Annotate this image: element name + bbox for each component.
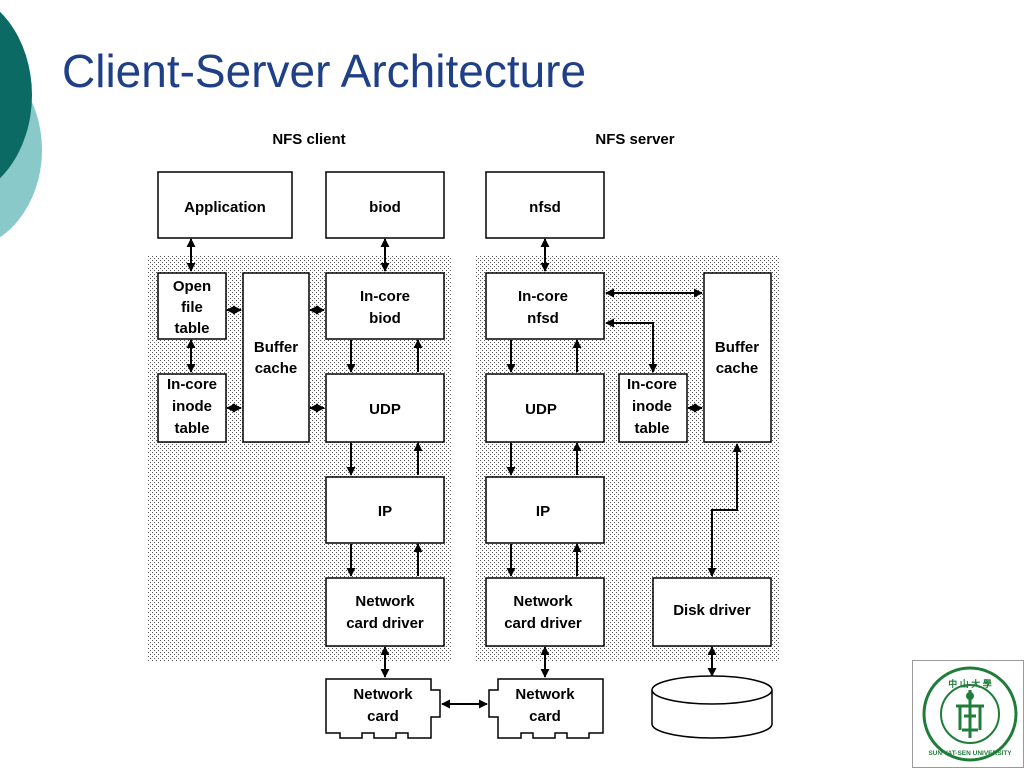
client-inode-table-label-2: inode	[172, 398, 212, 415]
incore-biod-box	[325, 272, 445, 340]
university-logo: 中 山 大 學 SUN YAT-SEN UNIVERSITY	[912, 660, 1024, 768]
server-driver-label-1: Network	[513, 593, 573, 610]
server-ip-box	[485, 476, 605, 544]
incore-nfsd-box	[485, 272, 605, 340]
client-inode-table-label-3: table	[174, 420, 209, 437]
server-inode-table-label-2: inode	[632, 398, 672, 415]
accent-dark-shape	[0, 11, 32, 179]
incore-nfsd-label-2: nfsd	[527, 310, 559, 327]
open-file-table-box	[157, 272, 227, 340]
client-network-card-driver-box	[325, 577, 445, 647]
nfsd-label: nfsd	[529, 199, 561, 216]
client-udp-label: UDP	[369, 401, 401, 418]
server-network-card-driver-box	[485, 577, 605, 647]
client-driver-label-1: Network	[355, 593, 415, 610]
client-ip-box	[325, 476, 445, 544]
client-buffer-cache-label-2: cache	[255, 360, 298, 377]
svg-text:SUN YAT-SEN UNIVERSITY: SUN YAT-SEN UNIVERSITY	[928, 750, 1012, 757]
open-file-table-label-1: Open	[173, 278, 211, 295]
svg-text:中 山 大 學: 中 山 大 學	[948, 678, 992, 689]
server-inode-table-label-1: In-core	[627, 376, 677, 393]
open-file-table-label-2: file	[181, 299, 203, 316]
disk-driver-label: Disk driver	[673, 602, 751, 619]
nfsd-box	[485, 171, 605, 239]
server-card-label-2: card	[529, 708, 561, 725]
server-driver-label-2: card driver	[504, 615, 582, 632]
arrow-buffer-disk-driver	[707, 443, 742, 577]
client-card-label-1: Network	[353, 686, 413, 703]
application-box	[157, 171, 293, 239]
client-heading: NFS client	[272, 131, 345, 148]
client-card-label-2: card	[367, 708, 399, 725]
client-inode-table-label-1: In-core	[167, 376, 217, 393]
server-heading: NFS server	[595, 131, 674, 148]
server-inode-table-label-3: table	[634, 420, 669, 437]
server-card-label-1: Network	[515, 686, 575, 703]
client-ip-label: IP	[378, 503, 392, 520]
server-inode-table-box	[618, 373, 688, 443]
disk-driver-box	[652, 577, 772, 647]
application-label: Application	[184, 199, 266, 216]
client-inode-table-box	[157, 373, 227, 443]
biod-box	[325, 171, 445, 239]
arrow-incore-nfsd-server-inode	[605, 318, 658, 373]
client-network-card-shape	[325, 678, 441, 739]
incore-biod-label-2: biod	[369, 310, 401, 327]
disk-top	[651, 675, 773, 705]
slide-title: Client-Server Architecture	[62, 45, 587, 97]
server-ip-label: IP	[536, 503, 550, 520]
slide-accent-decoration	[0, 11, 42, 238]
server-udp-label: UDP	[525, 401, 557, 418]
incore-nfsd-label-1: In-core	[518, 288, 568, 305]
client-driver-label-2: card driver	[346, 615, 424, 632]
client-buffer-cache-box	[242, 272, 310, 443]
biod-label: biod	[369, 199, 401, 216]
server-buffer-cache-label-2: cache	[716, 360, 759, 377]
server-network-card-shape	[488, 678, 604, 739]
server-buffer-cache-box	[703, 272, 772, 443]
client-buffer-cache-label-1: Buffer	[254, 339, 298, 356]
server-udp-box	[485, 373, 605, 443]
server-buffer-cache-label-1: Buffer	[715, 339, 759, 356]
incore-biod-label-1: In-core	[360, 288, 410, 305]
client-udp-box	[325, 373, 445, 443]
open-file-table-label-3: table	[174, 320, 209, 337]
